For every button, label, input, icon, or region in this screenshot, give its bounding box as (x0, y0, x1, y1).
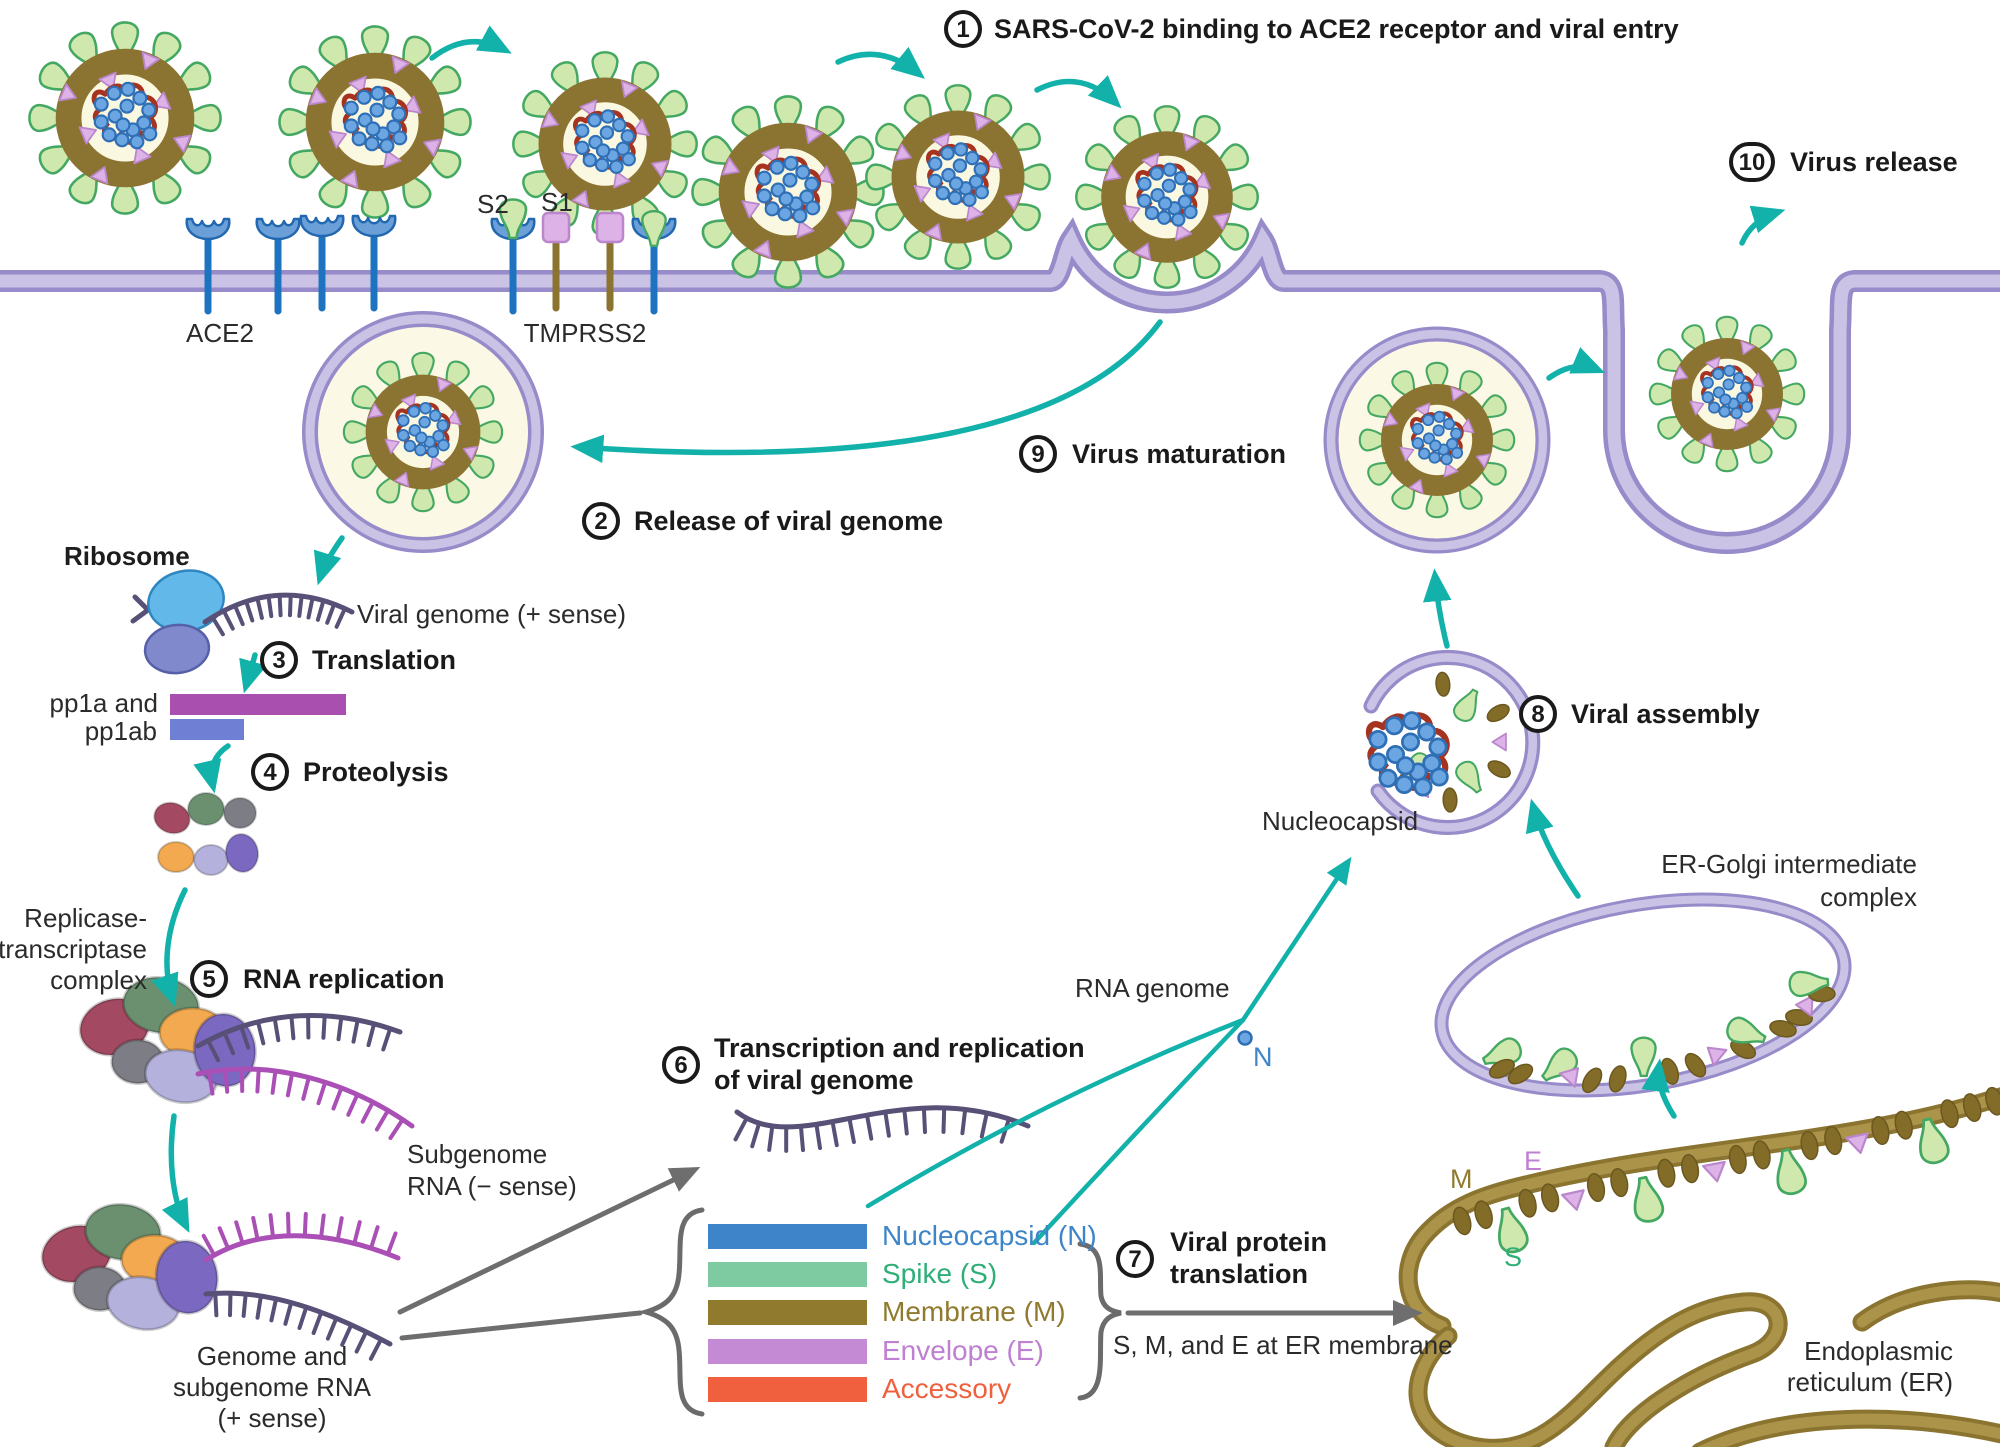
rna-strands (195, 592, 1031, 1361)
gray-arrows (397, 1166, 1424, 1341)
cleaved-proteins (153, 792, 260, 876)
e-letter-label: E (1524, 1146, 1543, 1176)
step-1-label: SARS-CoV-2 binding to ACE2 receptor and … (994, 14, 1679, 44)
bound-spike (641, 209, 667, 247)
tmprss2-proteases (543, 213, 623, 308)
step-7-number: 7 (1116, 1240, 1154, 1278)
legend-swatch-membrane (708, 1300, 867, 1325)
legend-label-nucleocapsid: Nucleocapsid (N) (882, 1220, 1097, 1251)
pp1ab-label: pp1ab (84, 716, 157, 746)
step-8-number: 8 (1519, 695, 1557, 733)
cell-membrane (0, 217, 2000, 554)
legend-swatch-spike (708, 1262, 867, 1287)
maturation-vesicle (1323, 326, 1551, 554)
endosome (302, 311, 544, 553)
step-5-label: RNA replication (243, 964, 445, 994)
virion-attached (692, 96, 883, 287)
ribosome-graphic (130, 569, 225, 675)
rtc-complex-2 (34, 1198, 224, 1337)
virion-free-2 (279, 26, 470, 217)
step-3-label: Translation (312, 645, 457, 675)
step-1-number: 1 (944, 10, 982, 48)
endoplasmic-reticulum (1398, 1086, 2000, 1447)
sme-er-label: S, M, and E at ER membrane (1113, 1330, 1453, 1360)
step-6-number: 6 (662, 1046, 700, 1084)
ribosome-label: Ribosome (64, 541, 190, 571)
n-letter-label: N (1253, 1042, 1273, 1072)
pp1a-label: pp1a and (49, 688, 158, 718)
step-9-label: Virus maturation (1072, 439, 1287, 469)
viral-genome-label: Viral genome (+ sense) (357, 599, 627, 629)
pp1a-pp1ab-bars (170, 694, 346, 740)
m-letter-label: M (1450, 1164, 1473, 1194)
step-9-number: 9 (1019, 435, 1057, 473)
legend-label-membrane: Membrane (M) (882, 1296, 1066, 1327)
step-3-number: 3 (260, 641, 298, 679)
legend-swatch-accessory (708, 1377, 867, 1402)
step-4-label: Proteolysis (303, 757, 449, 787)
s1-label: S1 (541, 187, 573, 217)
legend-label-spike: Spike (S) (882, 1258, 998, 1289)
legend-swatch-envelope (708, 1339, 867, 1364)
rna-genome-label: RNA genome (1075, 973, 1230, 1003)
virion-releasing (1650, 317, 1804, 471)
step-10-label: Virus release (1790, 147, 1958, 177)
virion-entering (866, 85, 1049, 268)
s-letter-label: S (1504, 1242, 1523, 1272)
braces (637, 1207, 1122, 1417)
legend-label-envelope: Envelope (E) (882, 1335, 1044, 1366)
assembling-virion (1363, 650, 1541, 835)
virion-endocytosis (1076, 106, 1257, 287)
step-4-number: 4 (251, 753, 289, 791)
step-2-label: Release of viral genome (634, 506, 944, 536)
step-2-number: 2 (582, 502, 620, 540)
legend-swatch-nucleocapsid (708, 1224, 867, 1249)
nucleocapsid-label: Nucleocapsid (1262, 806, 1419, 836)
nucleocapsid-graphic (1369, 713, 1447, 796)
legend-label-accessory: Accessory (882, 1373, 1012, 1404)
n-protein-dot (1237, 1030, 1253, 1046)
flow-arrows (151, 25, 1786, 1246)
ace2-label: ACE2 (186, 318, 254, 348)
step-8-label: Viral assembly (1571, 699, 1760, 729)
s2-label: S2 (477, 189, 509, 219)
step-5-number: 5 (190, 960, 228, 998)
step-10-number: 10 (1729, 142, 1775, 182)
tmprss2-label: TMPRSS2 (523, 318, 647, 348)
virion-free-1 (29, 22, 220, 213)
